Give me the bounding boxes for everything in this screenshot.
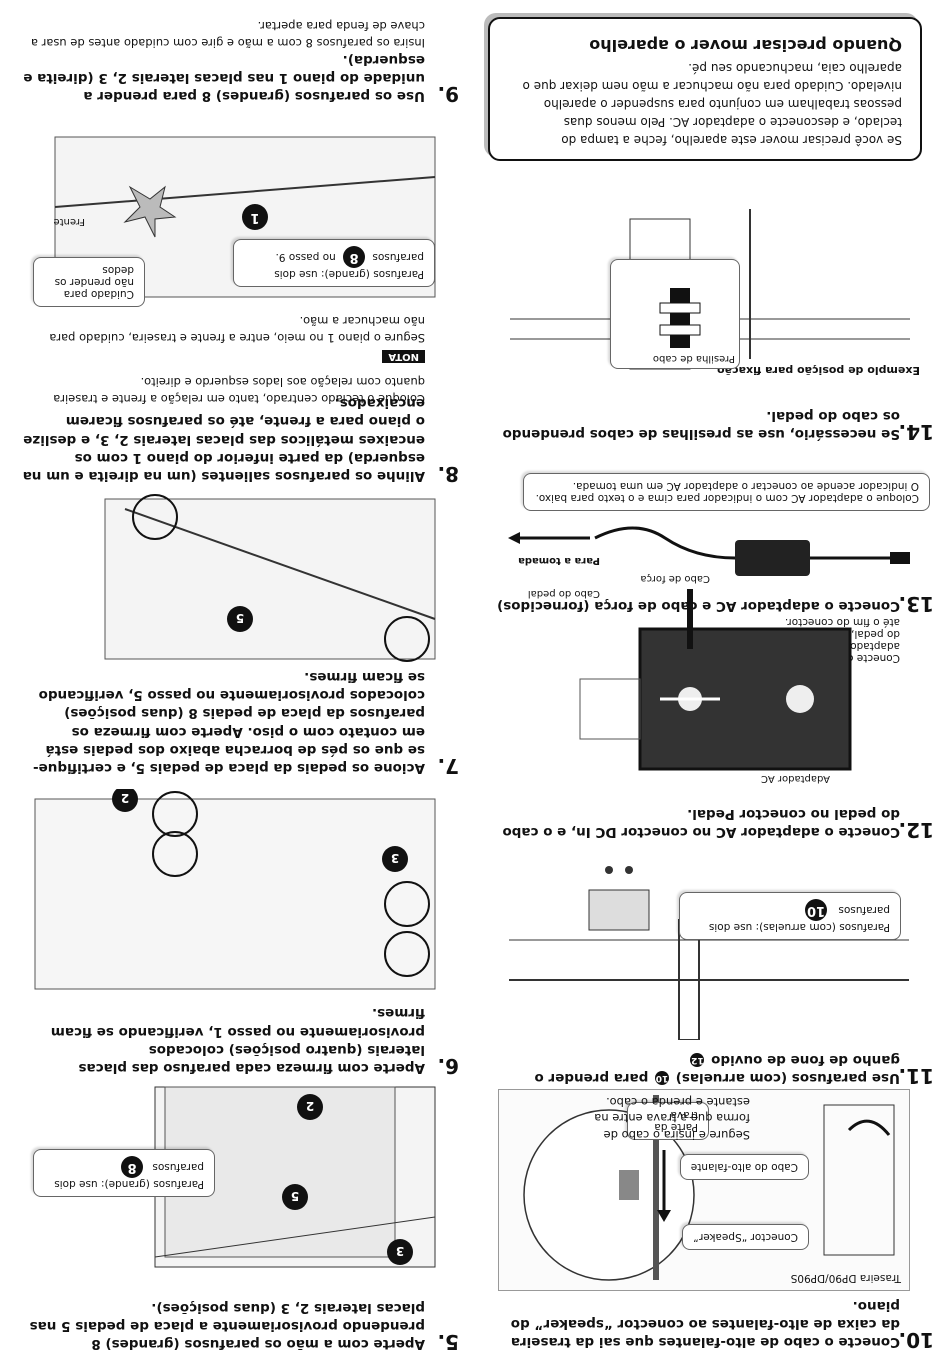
pedal-board-figure-1: 3 5 2 Parafusos (grande): use dois paraf…: [15, 1077, 455, 1297]
power-cord-diagram: [508, 526, 910, 576]
left-column: 10. Conecte o cabo de alto-falantes que …: [475, 0, 950, 1369]
step-number: 14.: [898, 420, 934, 444]
step-number: 13.: [898, 592, 934, 616]
holder-ref-badge: 12: [690, 1052, 705, 1067]
right-column: 5. Aperte com a mão os parafusos (grande…: [15, 19, 459, 1354]
fingers-callout: Cuidado para não prender os dedos: [33, 257, 145, 307]
step-6: 6. Aperte com firmeza cada parafuso das …: [19, 1004, 459, 1078]
speaker-connection-figure: Traseira DP90/DP90S Conector “Speaker” C…: [498, 1089, 910, 1291]
step-10-caption: Segure e insira o cabo de forma que a tr…: [594, 1094, 750, 1142]
headphone-holder-figure: Parafusos (com arruelas): use dois paraf…: [498, 849, 910, 1041]
step-text: Alinhe os parafusos salientes (um na dir…: [22, 395, 425, 484]
step-text: Use parafusos (com arruelas) 10 para pre…: [534, 1051, 900, 1086]
step-text: Aperte com a mão os parafusos (grandes) …: [29, 1299, 425, 1352]
step-5: 5. Aperte com a mão os parafusos (grande…: [19, 1298, 459, 1354]
step-number: 8.: [437, 462, 459, 486]
step-10: 10. Conecte o cabo de alto-falantes que …: [494, 1296, 934, 1352]
step-8-note: NOTA Segure o piano 1 no meio, entre a f…: [25, 313, 425, 369]
step-number: 12.: [898, 818, 934, 842]
step-text: Conecte o adaptador AC e cabo de força (…: [497, 598, 900, 614]
speaker-cable-callout: Cabo do alto-falante: [679, 1154, 809, 1180]
step-number: 6.: [437, 1054, 459, 1078]
note-text: Segure o piano 1 no meio, entre a frente…: [49, 314, 425, 345]
pedal-board-diagram-2: 5: [104, 494, 436, 662]
step-text: Se necessário, use as presilhas de cabos…: [502, 407, 900, 442]
piano-badge: 1: [244, 206, 266, 228]
svg-text:2: 2: [121, 791, 129, 805]
step-8-sub: Coloque o teclado centrado, tanto em rel…: [53, 375, 425, 406]
svg-text:5: 5: [236, 611, 244, 625]
step-text: Acione os pedais da placa de pedais 5, e…: [33, 668, 425, 776]
svg-text:3: 3: [391, 851, 399, 865]
power-cord-label: Cabo de força: [640, 573, 710, 584]
step-number: 10.: [898, 1328, 934, 1352]
clip-label: Presilha de cabo: [652, 353, 735, 364]
pedal-board-figure-2: 5: [15, 489, 455, 679]
step-9-sub: Insira os parafusos 8 com a mão e gire c…: [30, 19, 425, 50]
outlet-label: Para a tomada: [518, 555, 600, 566]
step-number: 9.: [437, 82, 459, 106]
moving-title: Quando precisar mover o aparelho: [589, 36, 902, 55]
speaker-connector-callout: Conector “Speaker”: [682, 1224, 809, 1250]
speaker-diagram: [523, 1095, 895, 1281]
note-label: NOTA: [382, 350, 425, 363]
step-text: Use os parafusos (grandes) 8 para prende…: [23, 51, 425, 104]
step-9: 9. Use os parafusos (grandes) 8 para pre…: [19, 50, 459, 106]
side-panel-diagram: 3 2: [34, 789, 436, 990]
large-screws-callout: Parafusos (grande): use dois parafusos 8: [33, 1149, 215, 1197]
step-12: 12. Conecte o adaptador AC no conector D…: [494, 805, 934, 842]
front-label: Frente: [53, 216, 85, 227]
step-13: 13. Conecte o adaptador AC e cabo de for…: [494, 592, 934, 616]
screw-ref-badge: 10: [655, 1071, 670, 1085]
step-8: 8. Alinhe os parafusos salientes (um na …: [19, 394, 459, 486]
step-number: 5.: [437, 1330, 459, 1354]
step-text: Conecte o cabo de alto-falantes que sai …: [510, 1297, 900, 1350]
piano-unit-figure: Frente 1 Parafusos (grande): use dois pa…: [15, 117, 455, 317]
step-11: 11. Use parafusos (com arruelas) 10 para…: [494, 1051, 934, 1088]
screw-badge: 8: [121, 1156, 144, 1178]
step-14: 14. Se necessário, use as presilhas de c…: [494, 407, 934, 444]
moving-instructions-box: Se você precisar mover este aparelho, fe…: [488, 17, 922, 161]
clip-icon: [659, 288, 701, 348]
screw-badge: 10: [805, 899, 828, 921]
adapter-orientation-note: Coloque o adaptador AC com o indicador p…: [523, 473, 930, 511]
svg-text:2: 2: [306, 1099, 314, 1113]
moving-body: Se você precisar mover este aparelho, fe…: [522, 61, 902, 147]
svg-text:3: 3: [396, 1244, 404, 1258]
holder-diagram: [509, 866, 909, 1040]
washer-screws-callout: Parafusos (com arruelas): use dois paraf…: [679, 892, 901, 940]
svg-text:5: 5: [291, 1189, 299, 1203]
step-text: Conecte o adaptador AC no conector DC In…: [502, 805, 900, 840]
step-7: 7. Acione os pedais da placa de pedais 5…: [19, 668, 459, 778]
cable-clip-callout: Presilha de cabo: [610, 259, 740, 369]
power-cord-figure: Cabo de força Para a tomada: [500, 514, 920, 584]
screw-badge: 8: [343, 246, 366, 268]
dc-in-figure: Conecte com firmeza o adaptador AC e o c…: [500, 559, 920, 799]
adapter-label: Adaptador AC: [761, 773, 830, 784]
cable-clip-figure: Exemplo de posição para fixação Presilha…: [500, 209, 920, 399]
connector-panel-diagram: [579, 589, 852, 771]
step-text: Aperte com firmeza cada parafuso das pla…: [50, 1005, 425, 1076]
step9-screws-callout: Parafusos (grande): use dois parafusos 8…: [233, 239, 435, 287]
step-number: 7.: [437, 754, 459, 778]
side-panel-figure: 3 2: [15, 789, 455, 1009]
step-number: 11.: [898, 1064, 934, 1088]
